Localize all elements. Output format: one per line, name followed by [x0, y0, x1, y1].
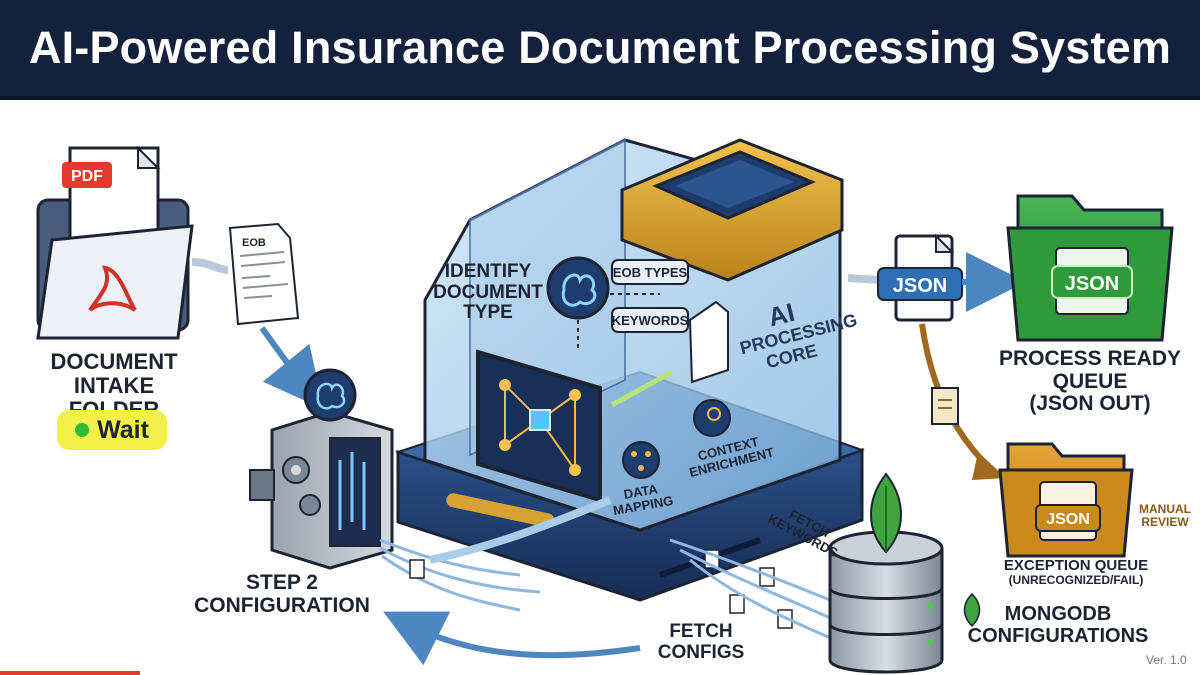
ready-queue-folder-icon	[1006, 194, 1174, 342]
mongodb-label: MONGODB CONFIGURATIONS	[967, 603, 1149, 647]
tag-keywords: KEYWORDS	[612, 313, 689, 328]
ready-queue-label: PROCESS READY QUEUE (JSON OUT)	[998, 347, 1182, 416]
brain-icon	[303, 368, 357, 422]
mongodb-small-leaf-icon	[963, 592, 981, 628]
context-enrichment-icon	[693, 399, 731, 437]
bottom-accent	[0, 671, 140, 675]
page-title: AI-Powered Insurance Document Processing…	[28, 22, 1172, 73]
title-bar: AI-Powered Insurance Document Processing…	[0, 0, 1200, 100]
brain-identify-icon	[546, 256, 660, 350]
eob-document-icon	[228, 222, 300, 326]
manual-review-label: MANUAL REVIEW	[1139, 502, 1191, 529]
mongodb-leaf-icon	[870, 472, 902, 554]
json-document-icon	[877, 233, 963, 322]
ready-json-tag: JSON	[1065, 273, 1119, 295]
identify-label: IDENTIFY DOCUMENT TYPE	[433, 261, 543, 324]
pdf-tag: PDF	[71, 168, 103, 185]
flow-arrow-intake-to-eob	[191, 258, 229, 274]
status-dot-icon	[75, 423, 90, 437]
config-to-core-arrow	[429, 496, 612, 564]
tag-keywords-box	[611, 307, 689, 333]
eob-doc-header: EOB	[242, 237, 266, 249]
exception-queue-folder-icon	[998, 442, 1134, 558]
fetch-configs-arrow	[383, 611, 641, 666]
config-to-core-streams	[379, 538, 541, 612]
stream-document-icons	[409, 549, 793, 629]
version-label: Ver. 1.0	[1146, 653, 1187, 667]
config-label: STEP 2 CONFIGURATION	[194, 571, 370, 617]
core-document-icon	[688, 300, 729, 384]
core-internal-arrow	[610, 369, 674, 408]
config-server-icon	[249, 410, 394, 570]
exception-queue-label: EXCEPTION QUEUE (UNRECOGNIZED/FAIL)	[1003, 557, 1149, 588]
gold-core-cap	[620, 138, 844, 282]
intake-folder-icon	[36, 145, 194, 340]
exception-document-icon	[931, 387, 959, 425]
tag-eob-types: EOB TYPES	[613, 265, 688, 280]
fetch-keywords-streams	[669, 538, 836, 642]
fetch-configs-label: FETCH CONFIGS	[657, 621, 745, 663]
flow-arrow-eob-to-config	[259, 326, 324, 410]
core-to-json-arrow	[847, 274, 881, 284]
data-mapping-icon	[622, 441, 660, 479]
json-badge: JSON	[893, 275, 947, 297]
tag-eob-types-box	[611, 259, 689, 285]
wait-status-badge: Wait	[57, 410, 167, 450]
exception-arrowhead	[972, 452, 1006, 480]
exception-json-tag: JSON	[1046, 511, 1090, 528]
